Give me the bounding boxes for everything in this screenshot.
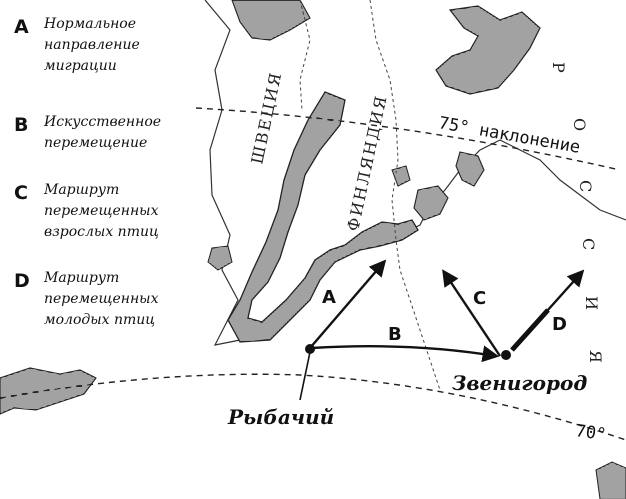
russia-letter: С bbox=[579, 238, 598, 252]
legend-text: Маршрут перемещенных взрослых птиц bbox=[44, 182, 159, 240]
city-label-zvenigorod: Звенигород bbox=[452, 371, 587, 395]
route-label-c: C bbox=[473, 288, 486, 309]
legend-letter: C bbox=[14, 182, 28, 204]
southern-baltic bbox=[0, 367, 97, 415]
route-d-heavy-segment bbox=[510, 308, 550, 352]
route-b-arrow bbox=[311, 345, 500, 363]
route-a-arrow bbox=[309, 259, 387, 349]
latitude-label-70: 70° bbox=[574, 421, 607, 445]
country-label-sweden: ШВЕЦИЯ bbox=[247, 69, 285, 165]
lake-onega bbox=[455, 151, 485, 187]
latitude-line-75 bbox=[195, 107, 621, 171]
city-marker-zvenigorod bbox=[501, 350, 511, 360]
legend-letter: B bbox=[14, 114, 29, 136]
latitude-label-75: 75° наклонение bbox=[437, 113, 582, 158]
russia-letter: Р bbox=[549, 62, 568, 75]
white-sea bbox=[435, 5, 541, 95]
legend-text: Искусственное перемещение bbox=[44, 114, 162, 151]
route-label-d: D bbox=[552, 314, 567, 335]
country-label-russia: Р О С С И Я bbox=[549, 62, 605, 365]
lake-ladoga bbox=[413, 185, 449, 221]
route-c-arrow bbox=[442, 269, 501, 357]
arctic-water-top bbox=[231, 0, 311, 41]
legend-letter: D bbox=[14, 270, 30, 292]
border-sweden-norway bbox=[299, 0, 311, 111]
border-finland-russia bbox=[369, 0, 441, 391]
latitude-line-70 bbox=[0, 373, 626, 441]
map-legend: A Нормальное направление миграции B Иску… bbox=[0, 0, 205, 360]
route-label-b: B bbox=[388, 324, 402, 345]
legend-text: Нормальное направление миграции bbox=[44, 16, 140, 74]
russia-letter: С bbox=[576, 180, 595, 194]
water-bottom-right bbox=[595, 461, 626, 499]
route-label-a: A bbox=[322, 287, 336, 308]
legend-text: Маршрут перемещенных молодых птиц bbox=[44, 270, 159, 328]
city-pointer-rybachy bbox=[299, 351, 311, 401]
country-label-finland: ФИНЛЯНДИЯ bbox=[343, 93, 391, 233]
city-marker-rybachy bbox=[305, 344, 315, 354]
city-label-rybachy: Рыбачий bbox=[227, 405, 334, 429]
russia-letter: О bbox=[570, 118, 589, 133]
legend-letter: A bbox=[14, 16, 29, 38]
russia-letter: И bbox=[582, 296, 601, 312]
small-lake-2 bbox=[207, 245, 233, 271]
russia-letter: Я bbox=[586, 350, 605, 365]
gulf-of-bothnia bbox=[227, 91, 419, 343]
